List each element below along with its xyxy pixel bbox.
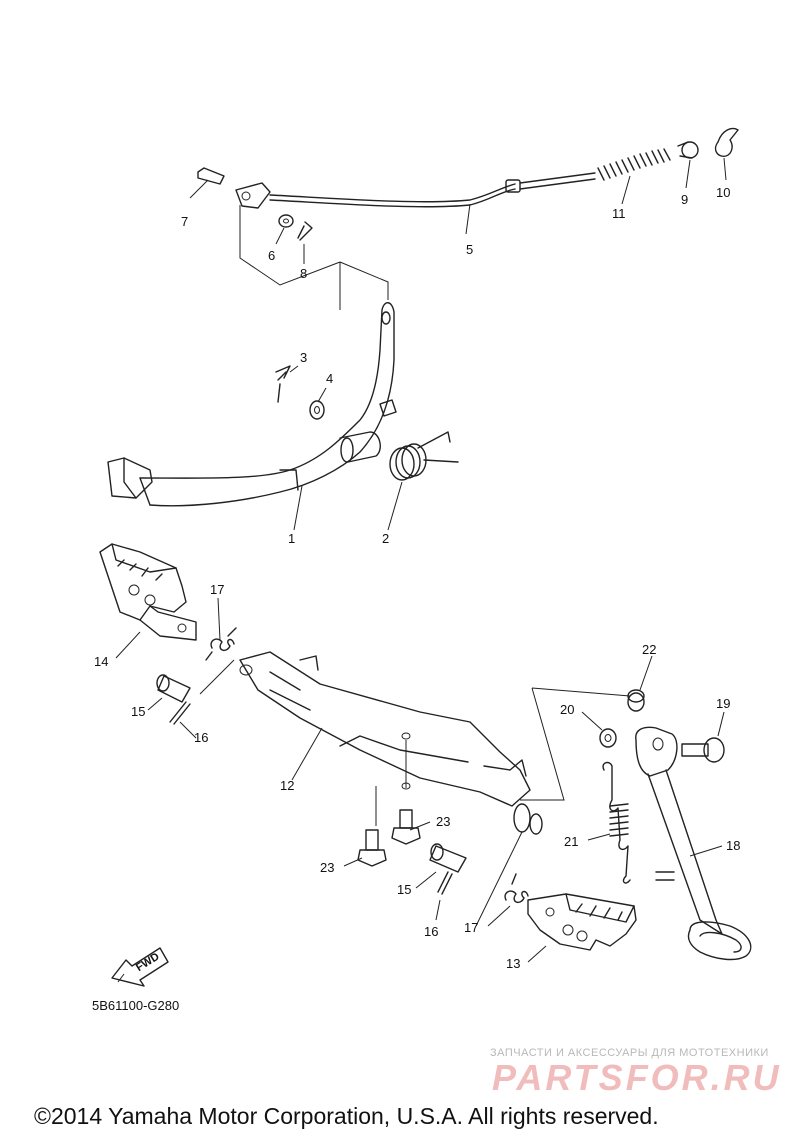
- diagram-code: 5B61100-G280: [92, 998, 179, 1013]
- callout-18: 18: [726, 838, 740, 853]
- callout-19: 19: [716, 696, 730, 711]
- callout-17-upper: 17: [210, 582, 224, 597]
- bolt-19: [681, 737, 725, 763]
- brake-pedal: [107, 302, 397, 507]
- footrest-bracket-12: [239, 651, 543, 835]
- cotter-pin-16-upper: [169, 701, 191, 725]
- cotter-pin-8: [297, 221, 313, 241]
- callout-3: 3: [300, 350, 307, 365]
- cotter-pin-16-lower: [437, 871, 453, 895]
- spring-17-lower: [504, 873, 529, 904]
- callout-21: 21: [564, 834, 578, 849]
- callout-8: 8: [300, 266, 307, 281]
- callout-14: 14: [94, 654, 108, 669]
- callout-16-lower: 16: [424, 924, 438, 939]
- callout-12: 12: [280, 778, 294, 793]
- footrest-right-13: [527, 893, 637, 951]
- sidestand-18: [635, 726, 752, 961]
- pin-15-lower: [429, 843, 467, 873]
- callout-15-lower: 15: [397, 882, 411, 897]
- copyright: ©2014 Yamaha Motor Corporation, U.S.A. A…: [34, 1103, 659, 1129]
- collar-22: [627, 689, 645, 712]
- spring-17-upper: [205, 627, 237, 661]
- washer-4: [309, 400, 325, 420]
- collar-20: [599, 728, 617, 748]
- callout-4: 4: [326, 371, 333, 386]
- callout-20: 20: [560, 702, 574, 717]
- callout-1: 1: [288, 531, 295, 546]
- fwd-arrow-icon: [111, 947, 169, 987]
- callout-5: 5: [466, 242, 473, 257]
- fwd-label: FWD: [134, 951, 162, 974]
- brake-cable: [235, 172, 596, 209]
- callout-23-right: 23: [436, 814, 450, 829]
- return-spring-2: [389, 431, 459, 481]
- callout-2: 2: [382, 531, 389, 546]
- cotter-pin-3: [275, 365, 291, 403]
- brake-spring-11: [597, 148, 671, 181]
- callout-7: 7: [181, 214, 188, 229]
- callout-6: 6: [268, 248, 275, 263]
- callout-11: 11: [612, 206, 626, 221]
- bolt-23-right: [391, 809, 421, 845]
- wing-nut-10: [714, 127, 739, 157]
- pin-7: [197, 167, 225, 185]
- bolt-23-left: [357, 829, 387, 867]
- callout-10: 10: [716, 185, 730, 200]
- adjust-pin-9: [677, 141, 699, 159]
- spring-21: [602, 761, 631, 884]
- pin-15-upper: [156, 674, 191, 703]
- callout-13: 13: [506, 956, 520, 971]
- callout-23-left: 23: [320, 860, 334, 875]
- footrest-left-14: [99, 543, 197, 641]
- callout-16-upper: 16: [194, 730, 208, 745]
- callout-17-lower: 17: [464, 920, 478, 935]
- callout-15-upper: 15: [131, 704, 145, 719]
- callout-22: 22: [642, 642, 656, 657]
- watermark-brand: PARTSFOR.RU: [492, 1057, 782, 1098]
- callout-9: 9: [681, 192, 688, 207]
- washer-6: [278, 214, 294, 228]
- watermark-tagline: ЗАПЧАСТИ И АКСЕССУАРЫ ДЛЯ МОТОТЕХНИКИ: [490, 1047, 769, 1059]
